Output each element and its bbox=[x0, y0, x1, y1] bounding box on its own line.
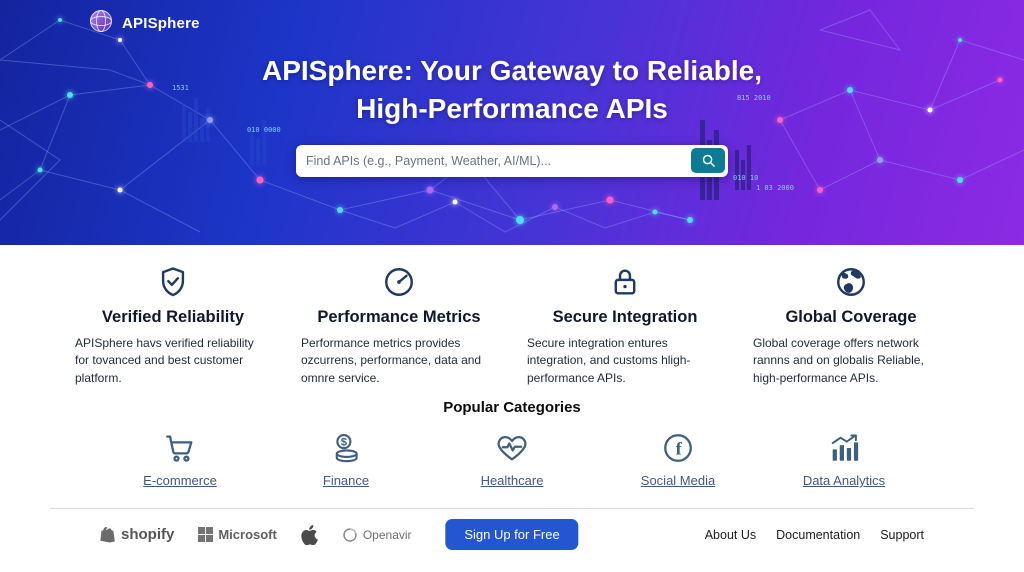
svg-text:1 03 2000: 1 03 2000 bbox=[756, 184, 794, 192]
apple-logo bbox=[301, 524, 318, 545]
category-link-finance[interactable]: Finance bbox=[322, 473, 370, 489]
category-finance: $ Finance bbox=[294, 431, 398, 488]
apple-icon bbox=[301, 524, 318, 545]
search-input[interactable] bbox=[296, 147, 687, 174]
feature-title: Verified Reliability bbox=[101, 308, 245, 326]
hero-title-line1: APISphere: Your Gateway to Reliable, bbox=[262, 55, 762, 86]
footer: shopify Microsoft Openavir Si bbox=[50, 508, 974, 560]
microsoft-logo: Microsoft bbox=[198, 527, 277, 543]
footer-links: About Us Documentation Support bbox=[705, 528, 924, 542]
feature-description: APISphere havs verified reliability for … bbox=[75, 336, 254, 385]
category-link-ecommerce[interactable]: E-commerce bbox=[143, 473, 217, 489]
globe-logo-icon bbox=[88, 8, 114, 39]
category-link-social-media[interactable]: Social Media bbox=[640, 473, 716, 489]
feature-title: Performance Metrics bbox=[317, 308, 481, 326]
search-icon bbox=[701, 153, 716, 168]
lock-icon bbox=[527, 265, 723, 301]
categories-section: Popular Categories E-commerce $ Finance bbox=[0, 399, 1024, 488]
hero-section: 1531 010 0000 815 2010 010 10 1 03 2000 bbox=[0, 0, 1024, 245]
hero-title: APISphere: Your Gateway to Reliable, Hig… bbox=[0, 52, 1024, 128]
hero-title-line2: High-Performance APIs bbox=[356, 92, 668, 124]
microsoft-squares-icon bbox=[198, 527, 214, 543]
openavir-logo: Openavir bbox=[342, 527, 412, 543]
cart-icon bbox=[163, 431, 197, 467]
feature-title: Global Coverage bbox=[785, 308, 917, 326]
footer-link-documentation[interactable]: Documentation bbox=[776, 527, 861, 542]
gauge-icon bbox=[301, 265, 497, 301]
heart-pulse-icon bbox=[495, 431, 529, 467]
coins-icon: $ bbox=[329, 431, 363, 467]
features-section: Verified Reliability APISphere havs veri… bbox=[0, 245, 1024, 387]
feature-card-performance-metrics: Performance Metrics Performance metrics … bbox=[301, 265, 497, 387]
feature-description: Global coverage offers network rannns an… bbox=[753, 336, 924, 385]
bar-chart-icon bbox=[827, 431, 861, 467]
feature-description: Secure integration entures integration, … bbox=[527, 336, 691, 385]
feature-description: Performance metrics provides ozcurrens, … bbox=[301, 336, 482, 385]
categories-row: E-commerce $ Finance Healthcare bbox=[0, 431, 1024, 488]
categories-heading: Popular Categories bbox=[443, 399, 581, 417]
svg-text:010 10: 010 10 bbox=[733, 174, 758, 182]
category-ecommerce: E-commerce bbox=[128, 431, 232, 488]
search-bar bbox=[296, 144, 728, 177]
svg-text:$: $ bbox=[341, 437, 348, 449]
brand[interactable]: APISphere bbox=[88, 8, 200, 39]
search-button[interactable] bbox=[691, 148, 725, 174]
shopify-logo: shopify bbox=[100, 526, 174, 544]
feature-title: Secure Integration bbox=[552, 308, 698, 326]
footer-link-about-us[interactable]: About Us bbox=[704, 527, 757, 542]
category-social-media: f Social Media bbox=[626, 431, 730, 488]
feature-card-verified-reliability: Verified Reliability APISphere havs veri… bbox=[75, 265, 271, 387]
category-link-healthcare[interactable]: Healthcare bbox=[480, 473, 544, 489]
svg-text:815 2010: 815 2010 bbox=[737, 94, 771, 102]
svg-text:f: f bbox=[676, 439, 683, 459]
globe-icon bbox=[753, 265, 949, 301]
svg-text:1531: 1531 bbox=[172, 84, 189, 92]
svg-text:010 0000: 010 0000 bbox=[247, 126, 281, 134]
openavir-circle-icon bbox=[343, 527, 357, 542]
feature-card-secure-integration: Secure Integration Secure integration en… bbox=[527, 265, 723, 387]
sign-up-button[interactable]: Sign Up for Free bbox=[445, 519, 579, 551]
category-healthcare: Healthcare bbox=[460, 431, 564, 488]
partner-logos: shopify Microsoft Openavir bbox=[100, 524, 412, 545]
category-link-data-analytics[interactable]: Data Analytics bbox=[802, 473, 886, 489]
footer-link-support[interactable]: Support bbox=[880, 527, 924, 542]
brand-name: APISphere bbox=[122, 15, 200, 32]
facebook-icon: f bbox=[661, 431, 695, 467]
category-data-analytics: Data Analytics bbox=[792, 431, 896, 488]
shield-check-icon bbox=[75, 265, 271, 301]
shopify-bag-icon bbox=[100, 526, 115, 543]
feature-card-global-coverage: Global Coverage Global coverage offers n… bbox=[753, 265, 949, 387]
